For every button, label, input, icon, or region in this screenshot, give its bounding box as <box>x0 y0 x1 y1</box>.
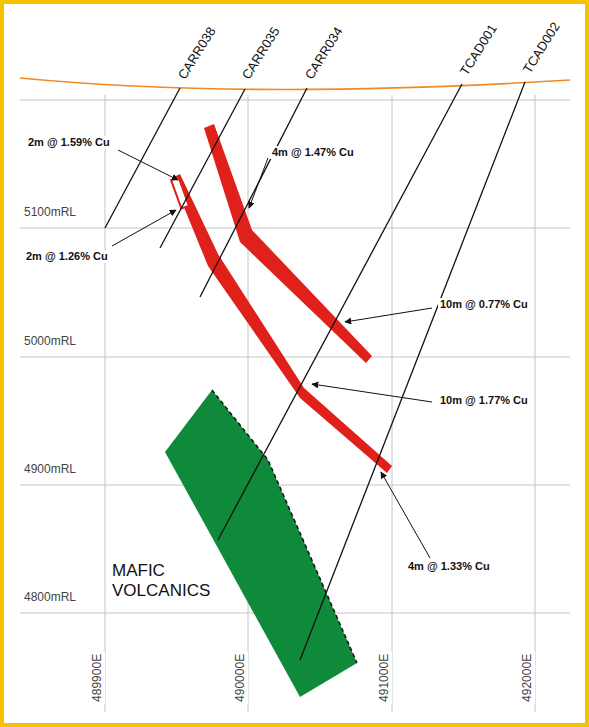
easting-label: 490000E <box>234 652 248 704</box>
drill-hole-name: CARR035 <box>240 24 284 82</box>
elevation-label: 4900mRL <box>22 463 78 477</box>
assay-callout: 10m @ 1.77% Cu <box>438 394 530 407</box>
assay-callout: 4m @ 1.47% Cu <box>270 146 356 159</box>
ore-lens <box>172 174 392 473</box>
assay-callout: 4m @ 1.33% Cu <box>406 560 492 573</box>
ore-lens <box>204 124 372 363</box>
surface-line <box>20 78 570 90</box>
drill-hole-name: CARR038 <box>176 24 220 82</box>
drill-hole-name: TCAD002 <box>521 20 564 76</box>
ore-intercept <box>171 178 189 209</box>
rock-unit-label: MAFIC VOLCANICS <box>112 561 240 600</box>
contact-line <box>212 390 357 663</box>
assay-callout: 10m @ 0.77% Cu <box>438 298 530 311</box>
easting-label: 492000E <box>521 652 535 704</box>
leader-lines <box>112 150 432 558</box>
drill-hole-name: CARR034 <box>303 24 347 82</box>
elevation-label: 4800mRL <box>22 591 78 605</box>
drill-holes <box>105 82 525 660</box>
drill-hole-name: TCAD001 <box>458 22 501 78</box>
assay-callout: 2m @ 1.59% Cu <box>26 136 112 149</box>
easting-label: 491000E <box>378 652 392 704</box>
mafic-body <box>165 390 357 697</box>
elevation-label: 5000mRL <box>22 335 78 349</box>
elevation-label: 5100mRL <box>22 206 78 220</box>
easting-label: 489900E <box>91 652 105 704</box>
assay-callout: 2m @ 1.26% Cu <box>24 250 110 263</box>
grid <box>20 95 570 712</box>
